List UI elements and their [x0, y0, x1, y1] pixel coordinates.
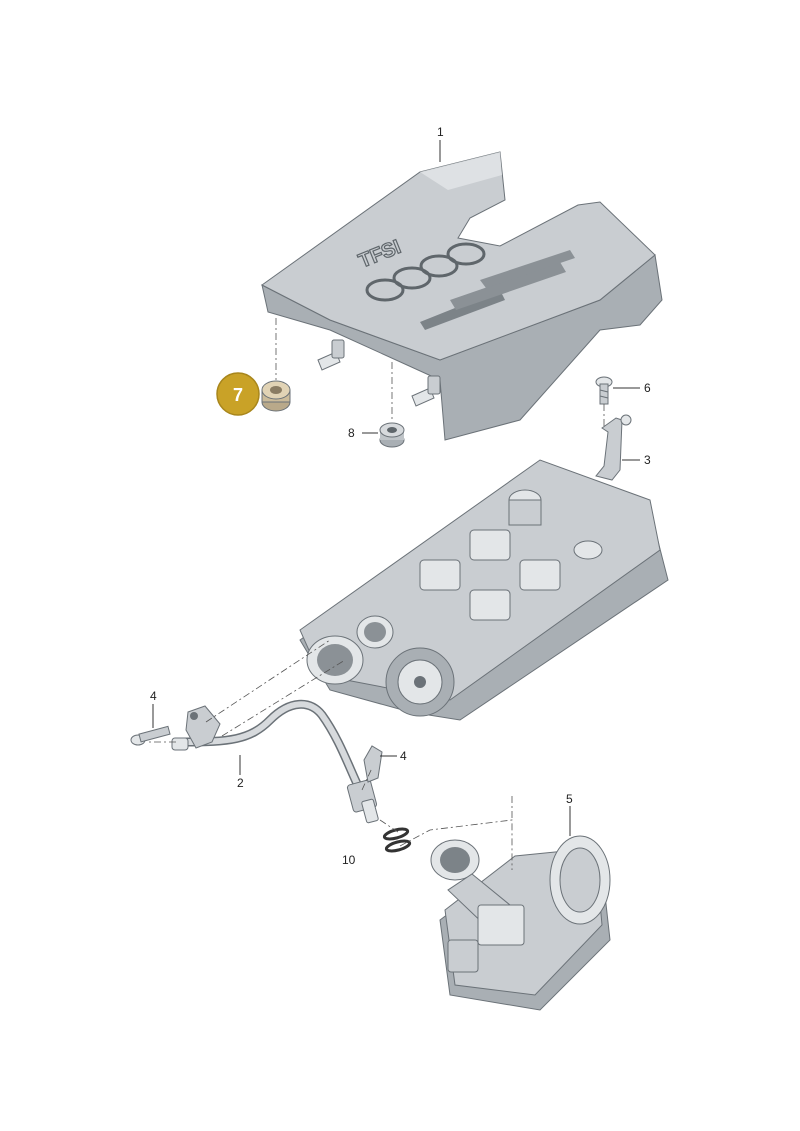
callout-6: 6 — [644, 381, 651, 395]
grommet-part-7[interactable] — [261, 380, 291, 412]
callout-4-right: 4 — [400, 749, 407, 763]
clip-part-4-right[interactable] — [363, 745, 383, 783]
screw-part-6[interactable] — [595, 376, 613, 405]
bolt-part-4-left[interactable] — [130, 725, 171, 746]
assembly-lines — [146, 318, 605, 870]
badge-number: 7 — [233, 385, 243, 405]
grommet-part-8[interactable] — [379, 422, 405, 448]
cylinder-head[interactable] — [299, 459, 669, 721]
throttle-unit-part-5[interactable] — [430, 835, 611, 1011]
callout-1: 1 — [437, 125, 444, 139]
cam-sprocket — [385, 647, 455, 717]
engine-cover[interactable]: TFSI — [261, 151, 663, 441]
callout-labels: 1 6 3 8 4 2 4 5 10 — [150, 125, 651, 867]
callout-3: 3 — [644, 453, 651, 467]
callout-10: 10 — [342, 853, 356, 867]
callout-8: 8 — [348, 426, 355, 440]
callout-4-left: 4 — [150, 689, 157, 703]
callout-5: 5 — [566, 792, 573, 806]
highlight-badge-part-7[interactable]: 7 — [216, 372, 260, 416]
bracket-part-3[interactable] — [595, 414, 632, 481]
leader-lines — [152, 140, 640, 836]
audi-rings-logo — [365, 242, 486, 302]
callout-2: 2 — [237, 776, 244, 790]
pipe-part-2[interactable] — [171, 699, 379, 824]
ignition-coils — [419, 529, 561, 621]
